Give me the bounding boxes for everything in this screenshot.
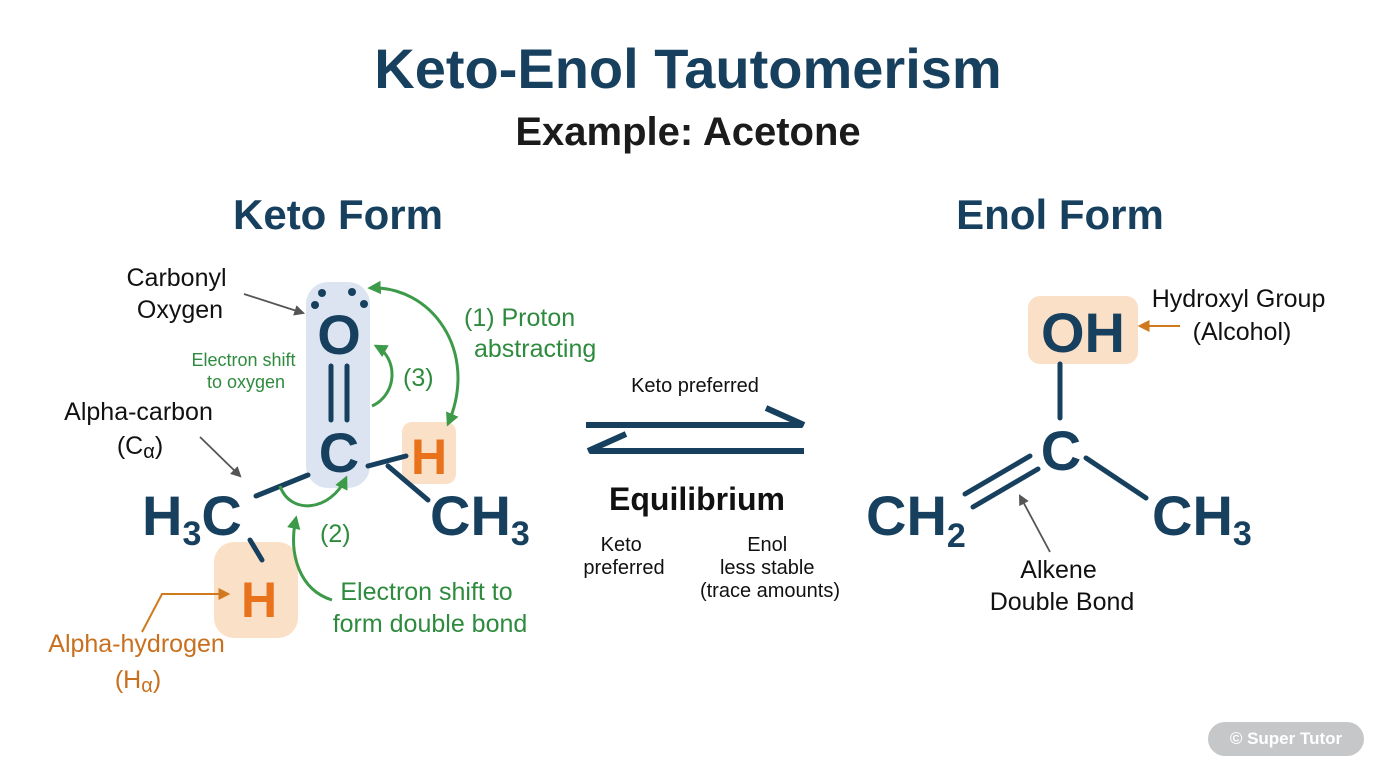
- methylene-group: CH2: [866, 484, 966, 555]
- keto-form-heading: Keto Form: [233, 191, 443, 238]
- watermark-badge: © Super Tutor: [1208, 722, 1364, 756]
- hydroxyl-group-label: Hydroxyl Group (Alcohol): [1152, 285, 1333, 346]
- lone-pair-dot: [348, 288, 356, 296]
- enol-carbon-atom: C: [1041, 419, 1081, 482]
- keto-preferred-note: Keto preferred: [583, 534, 664, 579]
- proton-highlight: [402, 422, 456, 484]
- enol-methyl-group: CH3: [1152, 484, 1252, 553]
- carbonyl-oxygen-pointer: [243, 293, 306, 316]
- keto-structure: O C H H H3C CH3: [141, 280, 530, 638]
- electron-shift-oxygen-label: Electron shift to oxygen: [191, 350, 300, 392]
- lone-pair-dot: [318, 289, 326, 297]
- c-h-bond: [365, 453, 409, 469]
- alpha-h-bond: [247, 537, 265, 563]
- proton-abstracting-label: (1) Proton abstracting: [464, 304, 596, 363]
- equilibrium-label: Equilibrium: [609, 481, 785, 517]
- alpha-c-bond: [253, 472, 311, 499]
- proton-abstraction-arrow: [367, 280, 460, 427]
- enol-stability-note: Enol less stable (trace amounts): [700, 534, 840, 602]
- equilibrium-arrows: [586, 405, 806, 454]
- alkene-double-bond: [962, 453, 1033, 497]
- forward-arrow-head: [764, 405, 806, 428]
- electron-shift-double-arrow: [287, 515, 333, 602]
- reverse-arrow-head: [586, 431, 628, 454]
- methyl-left-group: H3C: [142, 484, 242, 553]
- enol-form-heading: Enol Form: [956, 191, 1164, 238]
- c-ch3-bond: [385, 463, 431, 503]
- alkene-pointer: [1018, 494, 1051, 553]
- alpha-hydrogen-atom: H: [241, 572, 277, 628]
- double-bond-formation-arrow: [278, 475, 348, 508]
- carbonyl-oxygen-atom: O: [317, 303, 361, 366]
- carbonyl-highlight: [306, 282, 370, 488]
- alpha-hydrogen-highlight: [214, 542, 298, 638]
- lone-pair-dot: [311, 301, 319, 309]
- step-3-label: (3): [403, 364, 434, 392]
- electron-shift-oxygen-arrow: [371, 344, 394, 408]
- page-subtitle: Example: Acetone: [515, 110, 860, 154]
- lone-pair-dot: [360, 300, 368, 308]
- methyl-right-group: CH3: [430, 484, 530, 553]
- alpha-hydrogen-label: Alpha-hydrogen (Hα): [48, 630, 231, 697]
- abstracted-proton-atom: H: [411, 429, 447, 485]
- alpha-carbon-label: Alpha-carbon (Cα): [64, 398, 220, 463]
- hydroxyl-highlight: [1028, 296, 1138, 364]
- alpha-carbon-pointer: [199, 436, 242, 478]
- alkene-double-bond: [970, 466, 1041, 510]
- enol-structure: OH C CH2 CH3: [866, 296, 1252, 555]
- equilibrium-top-label: Keto preferred: [631, 375, 759, 397]
- electron-shift-double-bond-label: Electron shift to form double bond: [333, 578, 528, 638]
- hydroxyl-atom: OH: [1041, 301, 1125, 364]
- carbonyl-carbon-atom: C: [319, 421, 359, 484]
- carbonyl-oxygen-label: Carbonyl Oxygen: [126, 264, 233, 324]
- alkene-double-bond-label: Alkene Double Bond: [990, 556, 1135, 616]
- page-title: Keto-Enol Tautomerism: [374, 37, 1001, 100]
- step-2-label: (2): [320, 520, 351, 548]
- alpha-hydrogen-pointer: [141, 588, 231, 633]
- c-ch3-bond: [1083, 455, 1149, 501]
